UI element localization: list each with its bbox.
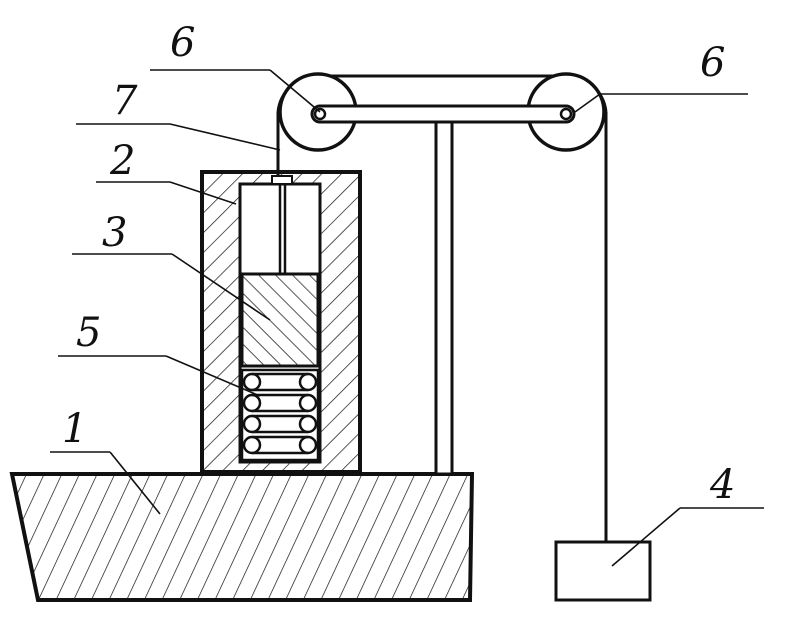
label-rope: 7: [112, 78, 138, 124]
piston-rod: [271, 175, 293, 274]
axle-bar: [310, 104, 576, 124]
base-block: [9, 472, 475, 602]
spring: [240, 368, 320, 462]
label-pulley-left: 6: [170, 20, 195, 66]
label-spring: 5: [76, 310, 101, 356]
label-weight: 4: [709, 462, 735, 508]
label-pulley-right: 6: [700, 40, 725, 86]
support-post: [434, 118, 454, 476]
label-housing: 2: [109, 138, 135, 184]
label-base: 1: [62, 406, 87, 452]
hanging-weight: [554, 540, 652, 602]
label-piston: 3: [102, 210, 127, 256]
piston-block: [240, 272, 320, 368]
leader-lines: [50, 69, 764, 567]
